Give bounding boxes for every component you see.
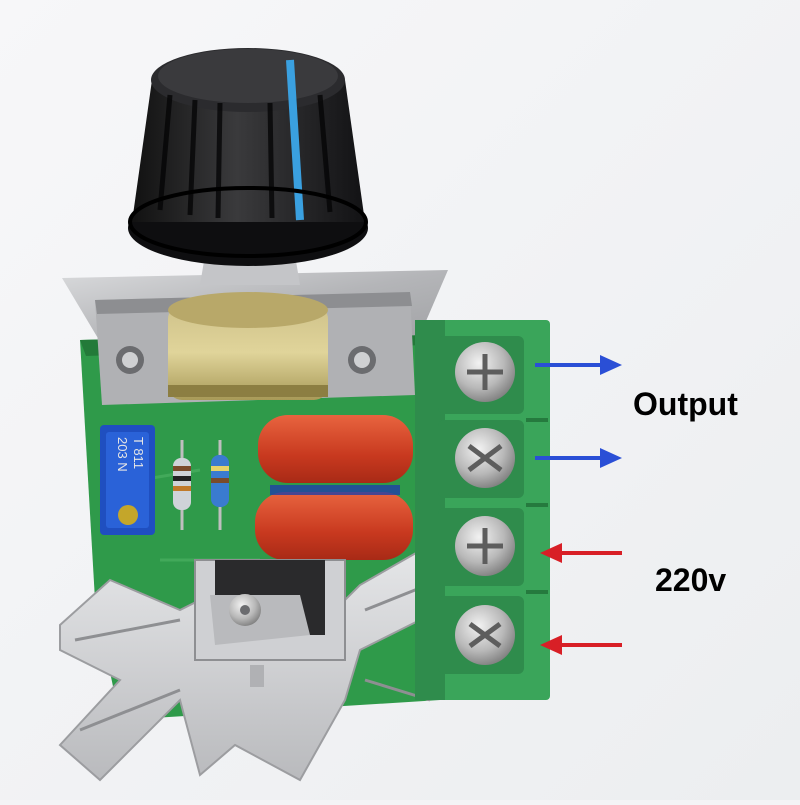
trimmer-marking-1: 203 N (115, 437, 130, 472)
output-arrow-2 (535, 448, 622, 468)
terminal-screw-2 (438, 420, 524, 498)
terminal-block (415, 320, 550, 700)
heatsink (58, 543, 452, 782)
trimmer-potentiometer: 203 N T 811 (100, 425, 155, 535)
terminal-screw-4 (438, 596, 524, 674)
capacitors (255, 415, 413, 560)
input-arrow-1 (540, 543, 622, 563)
control-knob (128, 48, 368, 266)
output-arrow-1 (535, 355, 622, 375)
input-arrow-2 (540, 635, 622, 655)
resistors (173, 440, 229, 530)
trimmer-marking-2: T 811 (131, 437, 146, 469)
output-label: Output (633, 386, 738, 422)
terminal-screw-3 (438, 508, 524, 586)
knob-indicator-stripe (286, 59, 304, 221)
input-voltage-label: 220v (655, 562, 727, 598)
terminal-screw-1 (438, 336, 524, 414)
potentiometer (168, 292, 328, 400)
